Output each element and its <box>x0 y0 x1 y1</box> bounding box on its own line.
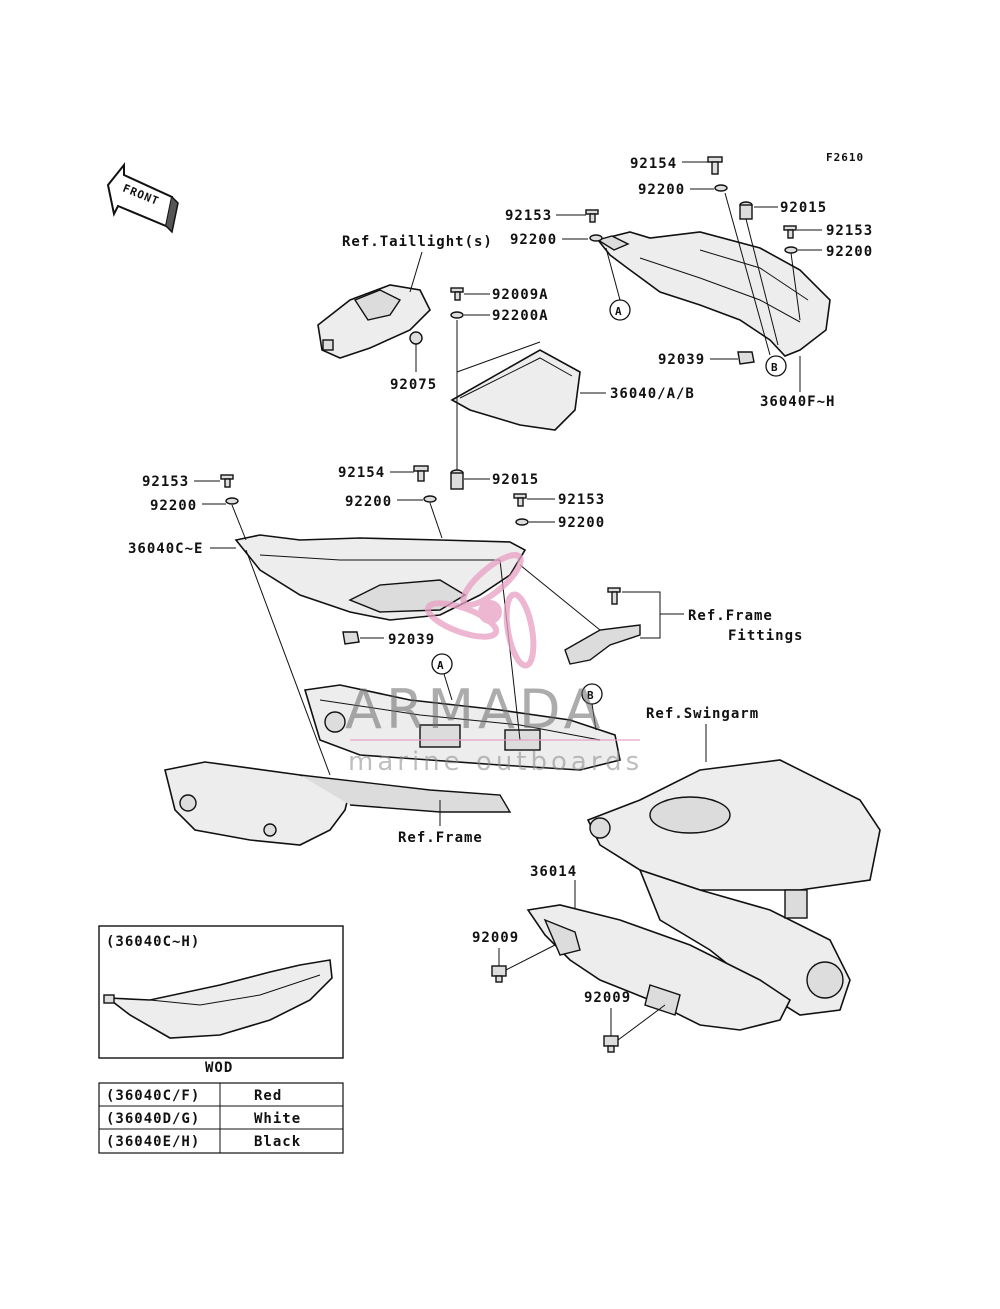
nut-92039-right <box>737 351 755 365</box>
propeller-logo-icon <box>424 552 537 669</box>
nut-92039-left <box>342 631 360 645</box>
collar-92015-top <box>739 201 753 220</box>
bolt-92153-mid <box>585 209 599 223</box>
table-row-1-code: (36040C/F) <box>106 1088 200 1104</box>
watermark-tagline: marine outboards <box>348 747 643 777</box>
label-ref-taillight: Ref.Taillight(s) <box>342 234 493 250</box>
label-92154-top: 92154 <box>630 156 677 172</box>
bolt-92153-center <box>513 493 527 507</box>
callout-b-top: B <box>765 355 787 377</box>
swingarm-reference[interactable] <box>586 759 881 1016</box>
label-ref-frame-fittings-2: Fittings <box>728 628 803 644</box>
bolt-92009-a <box>491 965 507 983</box>
label-92039-left: 92039 <box>388 632 435 648</box>
table-row-2-code: (36040D/G) <box>106 1111 200 1127</box>
label-92200-center2: 92200 <box>558 515 605 531</box>
bolt-92009-b <box>603 1035 619 1053</box>
front-arrow-icon: FRONT <box>106 162 179 234</box>
bolt-92009A <box>450 287 464 301</box>
bolt-92153-left <box>220 474 234 488</box>
chain-guard-36014[interactable] <box>526 904 792 1031</box>
table-row-2-color: White <box>254 1111 301 1127</box>
main-frame-rail[interactable] <box>164 761 512 846</box>
collar-92015-center <box>450 469 464 490</box>
label-ref-frame-fittings-1: Ref.Frame <box>688 608 773 624</box>
washer-92200A <box>450 311 464 319</box>
color-table: (36040C/F) Red (36040D/G) White (36040E/… <box>98 1082 344 1154</box>
label-92039-right: 92039 <box>658 352 705 368</box>
bolt-92154-center <box>413 465 429 482</box>
taillight-reference[interactable] <box>317 284 431 359</box>
washer-92200-center <box>423 495 437 503</box>
grommet-92075 <box>409 331 423 345</box>
label-92009-a: 92009 <box>472 930 519 946</box>
label-92153-right: 92153 <box>826 223 873 239</box>
label-92154-center: 92154 <box>338 465 385 481</box>
label-92153-mid: 92153 <box>505 208 552 224</box>
label-92015-top: 92015 <box>780 200 827 216</box>
watermark: ARMADA marine outboards <box>345 552 643 777</box>
bolt-92154-top <box>707 156 723 175</box>
svg-text:A: A <box>437 659 445 672</box>
bolt-92153-right <box>783 225 797 239</box>
svg-text:B: B <box>771 361 779 374</box>
label-92153-center2: 92153 <box>558 492 605 508</box>
callout-a-top: A <box>605 247 631 321</box>
callout-b-frame: B <box>581 683 603 731</box>
svg-text:B: B <box>587 689 595 702</box>
label-92200-left: 92200 <box>150 498 197 514</box>
washer-92200-right <box>784 246 798 254</box>
variant-inset: (36040C~H) WOD <box>98 925 344 1076</box>
label-92200-top: 92200 <box>638 182 685 198</box>
washer-92200-left <box>225 497 239 505</box>
table-row-3-color: Black <box>254 1134 301 1150</box>
washer-92200-mid <box>589 234 603 242</box>
inset-title: (36040C~H) <box>106 934 200 950</box>
inset-caption: WOD <box>205 1060 233 1076</box>
rear-cover-right[interactable] <box>596 231 831 357</box>
label-92009-b: 92009 <box>584 990 631 1006</box>
frame-fittings-bracket[interactable] <box>564 587 641 665</box>
label-36014: 36014 <box>530 864 577 880</box>
label-92009A: 92009A <box>492 287 549 303</box>
label-92200-center: 92200 <box>345 494 392 510</box>
label-36040CE: 36040C~E <box>128 541 203 557</box>
washer-92200-center2 <box>515 518 529 526</box>
watermark-brand: ARMADA <box>345 678 605 741</box>
label-92015-center: 92015 <box>492 472 539 488</box>
tail-cover-36040[interactable] <box>450 349 581 431</box>
label-36040AB: 36040/A/B <box>610 386 695 402</box>
table-row-1-color: Red <box>254 1088 282 1104</box>
label-92200-mid: 92200 <box>510 232 557 248</box>
table-row-3-code: (36040E/H) <box>106 1134 200 1150</box>
callout-a-frame: A <box>431 653 453 701</box>
label-36040FH: 36040F~H <box>760 394 835 410</box>
label-92200-right: 92200 <box>826 244 873 260</box>
label-92153-left: 92153 <box>142 474 189 490</box>
label-92200A: 92200A <box>492 308 549 324</box>
svg-text:A: A <box>615 305 623 318</box>
figure-code: F2610 <box>826 151 864 164</box>
label-92075: 92075 <box>390 377 437 393</box>
label-ref-frame: Ref.Frame <box>398 830 483 846</box>
label-ref-swingarm: Ref.Swingarm <box>646 706 759 722</box>
washer-92200-top <box>714 184 728 192</box>
